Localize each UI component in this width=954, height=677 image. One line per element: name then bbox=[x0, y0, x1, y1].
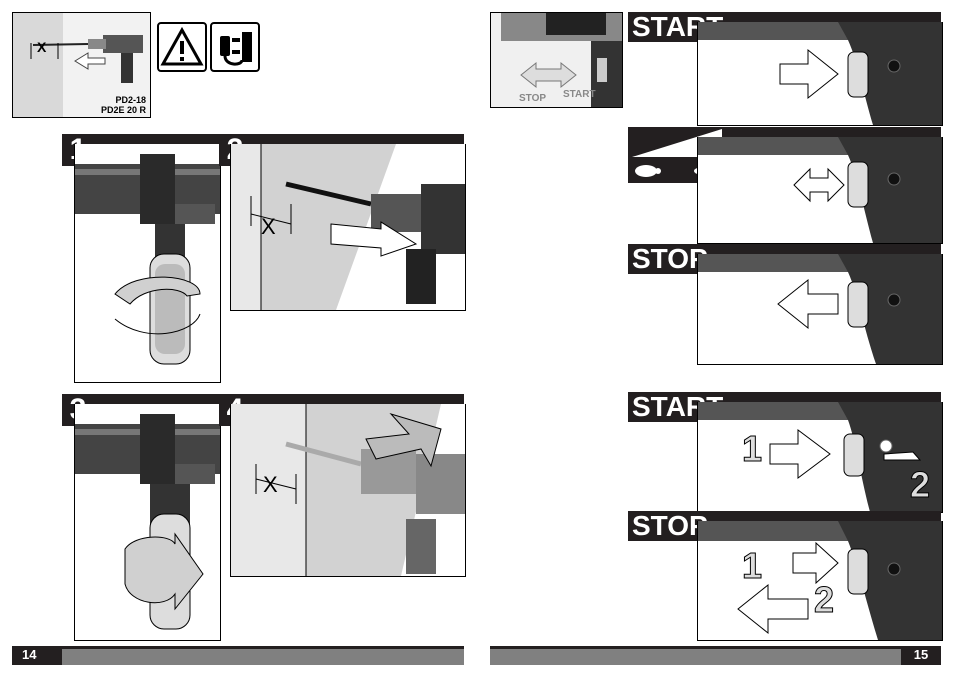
step-1-figure bbox=[74, 144, 221, 383]
page-number-right: 15 bbox=[901, 647, 941, 665]
left-footer-bar bbox=[12, 646, 464, 665]
section-speed-figure bbox=[697, 137, 943, 244]
warning-icon bbox=[157, 22, 207, 72]
tortoise-icon bbox=[632, 163, 662, 177]
sequence-label-1: 1 bbox=[741, 545, 763, 587]
section-stop-1-figure bbox=[697, 254, 943, 365]
step-3-bar bbox=[94, 394, 220, 404]
dimension-x-label: X bbox=[263, 472, 278, 497]
section-start-1-bar bbox=[725, 12, 941, 22]
model-label-2: PD2E 20 R bbox=[100, 105, 146, 115]
dimension-x-label: X bbox=[37, 39, 47, 55]
section-start-2-figure: 1 2 bbox=[697, 402, 943, 513]
step-2-bar bbox=[251, 134, 464, 144]
sequence-label-2: 2 bbox=[909, 464, 931, 506]
right-footer-bar bbox=[490, 646, 941, 665]
section-speed-bar bbox=[725, 127, 941, 137]
unplug-icon bbox=[210, 22, 260, 72]
section-start-1-figure bbox=[697, 22, 943, 126]
step-3-figure bbox=[74, 404, 221, 641]
step-4-figure: X bbox=[230, 404, 466, 577]
section-stop-1-bar bbox=[725, 244, 941, 254]
section-stop-2-figure: 1 2 bbox=[697, 521, 943, 641]
step-1-bar bbox=[94, 134, 220, 144]
mini-drill-figure: X PD2-18 PD2E 20 R bbox=[12, 12, 151, 118]
step-4-bar bbox=[251, 394, 464, 404]
page-number-left: 14 bbox=[12, 647, 62, 665]
switch-detail-figure: STOP START bbox=[490, 12, 623, 108]
sequence-label-1: 1 bbox=[741, 428, 763, 470]
model-label-1: PD2-18 bbox=[115, 95, 146, 105]
section-start-2-bar bbox=[725, 392, 941, 402]
step-2-figure: X bbox=[230, 144, 466, 311]
section-stop-2-bar bbox=[725, 511, 941, 521]
switch-start-label: START bbox=[563, 89, 596, 100]
dimension-x-label: X bbox=[261, 214, 276, 239]
sequence-label-2: 2 bbox=[813, 579, 835, 621]
switch-stop-label: STOP bbox=[519, 93, 547, 104]
model-labels: PD2-18 PD2E 20 R bbox=[101, 95, 146, 115]
